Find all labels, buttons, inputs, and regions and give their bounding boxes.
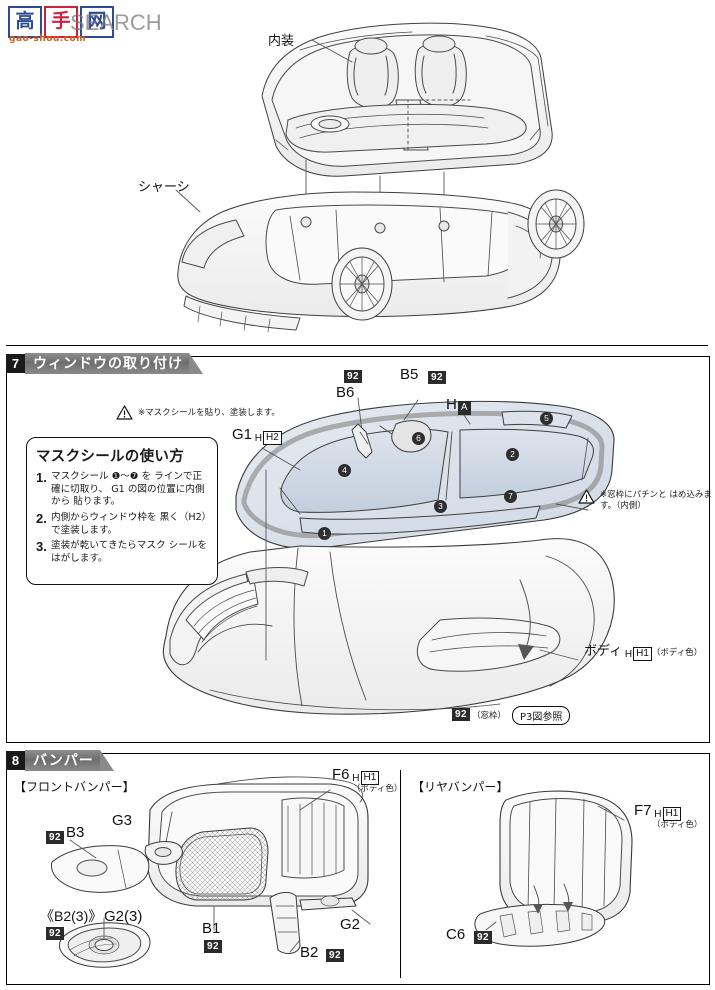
part-f6-name: F6 xyxy=(332,766,350,783)
mask-seal-step: 3. 塗装が乾いてきたらマスク シールをはがします。 xyxy=(36,540,208,565)
tag-92-c6: 92 xyxy=(474,931,493,944)
mask-seal-step: 1. マスクシール ❶～❼ を ラインで正確に切取り、 G1 の図の位置に内側か… xyxy=(36,470,208,509)
part-f6-color-note: （ボディ色） xyxy=(352,784,403,794)
section8-title: バンパー xyxy=(33,753,94,769)
part-f6-paint: H1 xyxy=(360,771,380,785)
part-label-g2: G2 xyxy=(340,916,361,933)
tag-92-b2-3: 92 xyxy=(46,927,65,940)
tag-92-b3: 92 xyxy=(46,831,65,844)
mask-seal-step-text: 塗装が乾いてきたらマスク シールをはがします。 xyxy=(51,540,207,564)
section7-number: 7 xyxy=(6,353,25,373)
tag-92-b1: 92 xyxy=(204,940,223,953)
part-f7-paint: H1 xyxy=(662,807,682,821)
part-body-color-note: （ボディ色） xyxy=(651,647,703,657)
mask-seal-step-text: 内側からウィンドウ枠を 黒く（H2）で塗装します。 xyxy=(51,511,207,536)
part-label-g3: G3 xyxy=(112,812,133,829)
part-label-b2-3: 《B2(3)》 xyxy=(40,908,103,924)
section8-divider xyxy=(400,770,401,978)
mask-seal-step-number: 3. xyxy=(36,539,47,555)
section7-frame xyxy=(6,356,710,743)
tag-92-footer: 92 xyxy=(452,708,471,721)
part-label-b3: B3 xyxy=(66,824,85,841)
watermark-block-2: 手 xyxy=(44,6,78,38)
section8-number: 8 xyxy=(6,750,25,770)
watermark-search-text: SEARCH xyxy=(70,10,162,35)
tag-92-b6: 92 xyxy=(344,370,363,383)
watermark-logo-blocks: 高 手 网 xyxy=(8,6,114,38)
section8-header: 8 バンパー xyxy=(6,749,114,771)
part-g1-name: G1 xyxy=(232,426,253,443)
part-body-name: ボディ xyxy=(584,643,623,658)
part-label-b1: B1 xyxy=(202,920,221,937)
part-label-b2: B2 xyxy=(300,944,319,961)
watermark-block-3: 网 xyxy=(80,6,114,38)
window-mark-1: 1 xyxy=(318,527,331,540)
rear-bumper-heading: 【リヤバンパー】 xyxy=(412,780,509,794)
mask-seal-step: 2. 内側からウィンドウ枠を 黒く（H2）で塗装します。 xyxy=(36,510,208,537)
watermark-block-1: 高 xyxy=(8,6,42,38)
label-interior: 内装 xyxy=(268,34,295,49)
window-mark-3: 3 xyxy=(434,500,447,513)
note-snap-fit: ※窓枠にパチンと はめ込みます。（内側） xyxy=(600,490,712,512)
window-mark-2: 2 xyxy=(506,448,519,461)
section7-header: 7 ウィンドウの取り付け xyxy=(6,352,203,374)
part-f7-color-note: （ボディ色） xyxy=(652,820,703,830)
divider-above-section7 xyxy=(6,345,708,346)
footer-tag-note: （窓枠） xyxy=(472,711,507,721)
note-paint-mask: ※マスクシールを貼り、塗装します。 xyxy=(138,408,280,418)
watermark: 高 手 网 gao-shou.com SEARCH xyxy=(8,4,248,44)
window-mark-4: 4 xyxy=(338,464,351,477)
section7-title: ウィンドウの取り付け xyxy=(33,356,183,372)
window-mark-5: 5 xyxy=(540,412,553,425)
tag-92-b2: 92 xyxy=(326,949,345,962)
tag-92-b5: 92 xyxy=(428,371,447,384)
mask-seal-box-title: マスクシールの使い方 xyxy=(36,449,184,465)
front-bumper-heading: 【フロントバンパー】 xyxy=(14,780,135,794)
mask-seal-step-number: 1. xyxy=(36,470,47,485)
part-h-code: A xyxy=(457,401,471,415)
part-label-b5: B5 xyxy=(400,366,419,383)
part-label-c6: C6 xyxy=(446,926,466,943)
part-g1-paint: H2 xyxy=(263,431,282,445)
part-label-g2-3: G2(3) xyxy=(104,908,143,925)
warning-triangle-icon-snap xyxy=(578,489,595,504)
watermark-domain: gao-shou.com xyxy=(9,34,87,44)
section8-frame xyxy=(6,753,710,985)
part-body-paint: H1 xyxy=(633,647,652,661)
part-h-name: H xyxy=(446,396,457,413)
mask-seal-step-text: マスクシール ❶～❼ を ラインで正確に切取り、 G1 の図の位置に内側から 貼… xyxy=(51,471,205,508)
warning-triangle-icon xyxy=(116,405,133,420)
ref-p3-pill: P3図参照 xyxy=(512,706,571,725)
mask-seal-instruction-box: マスクシールの使い方 1. マスクシール ❶～❼ を ラインで正確に切取り、 G… xyxy=(26,437,218,585)
part-label-b6: B6 xyxy=(336,384,355,401)
window-mark-6: 6 xyxy=(412,432,425,445)
mask-seal-step-number: 2. xyxy=(36,510,47,526)
window-mark-7: 7 xyxy=(504,490,517,503)
label-chassis: シャーシ xyxy=(138,180,190,195)
part-f7-name: F7 xyxy=(634,802,652,819)
